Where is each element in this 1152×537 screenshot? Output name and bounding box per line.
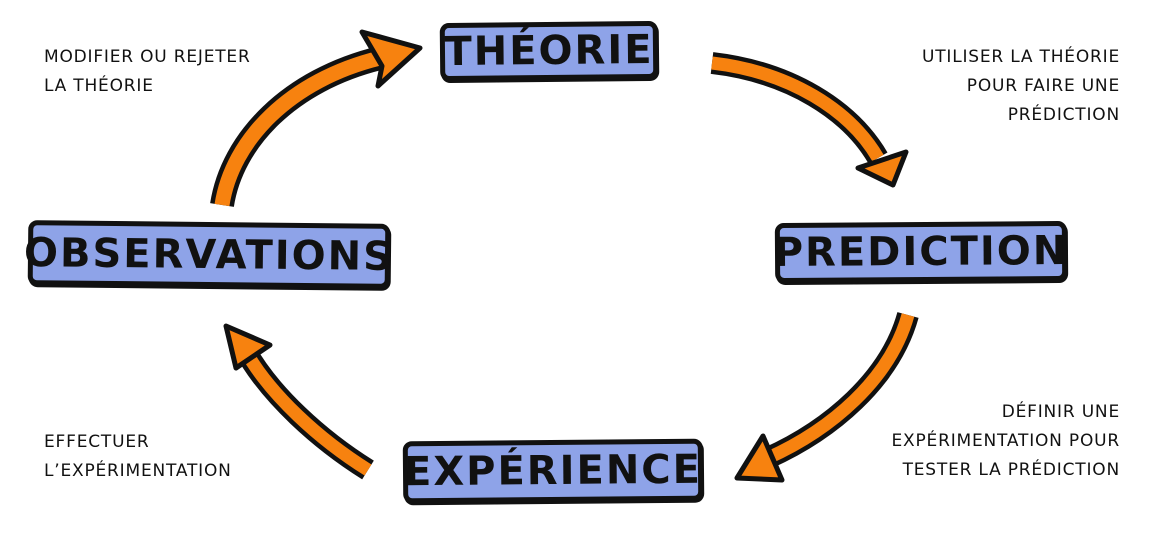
note-use-theory-for-prediction: UTILISER LA THÉORIE POUR FAIRE UNE PRÉDI… (922, 43, 1120, 130)
note-line: UTILISER LA THÉORIE (921, 47, 1120, 67)
note-modify-or-reject-theory: MODIFIER OU REJETER LA THÉORIE (44, 43, 251, 101)
node-observations-label: OBSERVATIONS (23, 229, 395, 280)
node-observations: OBSERVATIONS (24, 220, 394, 289)
note-line: EFFECTUER (44, 432, 150, 452)
note-line: TESTER LA PRÉDICTION (902, 460, 1120, 480)
node-theorie-label: THÉORIE (444, 26, 654, 76)
note-line: PRÉDICTION (1007, 105, 1120, 125)
node-prediction: PREDICTION (773, 220, 1069, 284)
arrow-prediction-to-experience (734, 311, 919, 483)
arrow-experience-to-observations (223, 323, 374, 480)
note-line: MODIFIER OU REJETER (44, 47, 251, 67)
node-prediction-label: PREDICTION (773, 227, 1069, 277)
node-theorie: THÉORIE (439, 20, 659, 82)
note-line: POUR FAIRE UNE (966, 76, 1120, 96)
note-line: DÉFINIR UNE (1001, 402, 1120, 422)
note-line: EXPÉRIMENTATION POUR (891, 431, 1120, 451)
node-experience: EXPÉRIENCE (402, 438, 704, 504)
note-define-experiment: DÉFINIR UNE EXPÉRIMENTATION POUR TESTER … (892, 398, 1121, 485)
arrow-observations-to-theorie (210, 29, 423, 208)
node-experience-label: EXPÉRIENCE (403, 446, 703, 496)
note-perform-experiment: EFFECTUER L’EXPÉRIMENTATION (44, 428, 232, 486)
note-line: LA THÉORIE (44, 76, 154, 96)
note-line: L’EXPÉRIMENTATION (44, 461, 232, 481)
arrow-theorie-to-prediction (710, 52, 909, 188)
